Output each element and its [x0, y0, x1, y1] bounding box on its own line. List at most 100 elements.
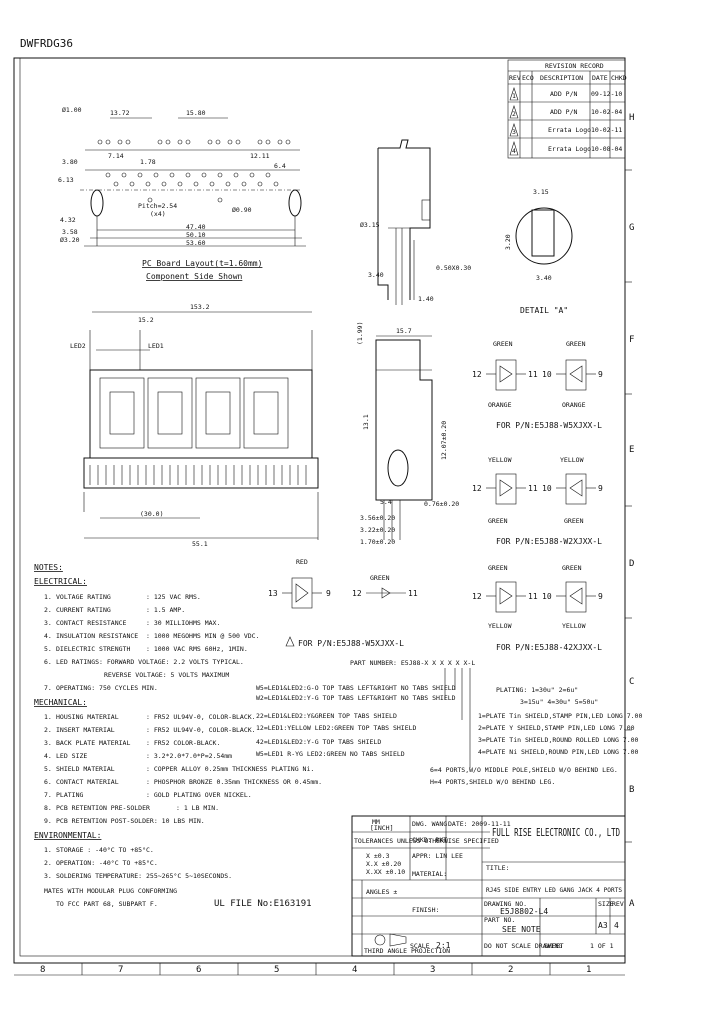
led-color-label: YELLOW: [562, 622, 586, 630]
detail-a-view: 3.15 3.20 3.40 DETAIL "A": [504, 188, 573, 315]
note-key: DIELECTRIC STRENGTH: [56, 645, 130, 653]
side2-dim: 3.22±0.20: [360, 526, 395, 534]
side2-dim: 12.07±0.20: [440, 421, 448, 460]
front-dim: 15.2: [138, 316, 154, 324]
rev-header: DESCRIPTION: [540, 74, 583, 82]
led-diagram-1: GREEN GREEN 12 11 10 9 ORANGE ORANGE FOR…: [472, 340, 603, 430]
note-key: SHIELD MATERIAL: [56, 765, 115, 773]
led-diagram-2: YELLOW YELLOW 12 11 10 9 GREEN GREEN FOR…: [472, 456, 603, 546]
note-number: 2.: [44, 606, 52, 614]
note-value: : 1000 MEGOHMS MIN @ 500 VDC.: [146, 632, 260, 640]
detail-dim: 3.15: [533, 188, 549, 196]
note-key: LED RATINGS: FORWARD VOLTAGE: 2.2 VOLTS …: [56, 658, 244, 666]
tolerance-item: X.XX ±0.10: [366, 868, 405, 876]
note-number: 4.: [44, 752, 52, 760]
led-part-number: FOR P/N:E5J88-W5XJXX-L: [496, 421, 602, 430]
note-number: 3.: [44, 872, 52, 880]
rev-date: 10-08-04: [591, 145, 622, 153]
front-dim: LED2: [70, 342, 86, 350]
note-number: 6.: [44, 778, 52, 786]
zone-label-bottom: 8: [40, 965, 45, 975]
led-pin: 13: [268, 589, 278, 598]
pcb-dim: 47.40: [186, 223, 206, 231]
note-value: : 125 VAC RMS.: [146, 593, 201, 601]
detail-label: DETAIL "A": [520, 306, 568, 315]
note-value: : FR52 COLOR-BLACK.: [146, 739, 220, 747]
note-value: : 1.5 AMP.: [146, 606, 185, 614]
zone-label-right: E: [629, 445, 634, 455]
led-color-label: GREEN: [562, 564, 582, 572]
part-number-decode: PART NUMBER: E5J88-X X X X X X-L W5=LED1…: [256, 659, 642, 786]
note-number: 5.: [44, 765, 52, 773]
zone-label-bottom: 6: [196, 965, 201, 975]
pcb-dim: 53.60: [186, 239, 206, 247]
note-key: REVERSE VOLTAGE: 5 VOLTS MAXIMUM: [104, 671, 229, 679]
note-number: 8.: [44, 804, 52, 812]
side-dim: 3.40: [368, 271, 384, 279]
note-key: BACK PLATE MATERIAL: [56, 739, 130, 747]
note-key: CONTACT MATERIAL: [56, 778, 119, 786]
side2-dim: (1.99): [356, 322, 364, 345]
note-value: : 30 MILLIOHMS MAX.: [146, 619, 220, 627]
led-color-label: YELLOW: [488, 622, 512, 630]
led-part-number: FOR P/N:E5J88-42XJXX-L: [496, 643, 602, 652]
rev-header: REV: [509, 74, 521, 82]
zone-label-right: C: [629, 677, 634, 687]
revision-title: REVISION RECORD: [545, 62, 604, 70]
note-number: 7.: [44, 791, 52, 799]
header-code: DWFRDG36: [20, 37, 73, 50]
part-option: 42=LED1&LED2:Y-G TOP TABS SHIELD: [256, 738, 381, 746]
pcb-dim: Ø0.90: [232, 206, 252, 214]
note-number: 3.: [44, 619, 52, 627]
note-key: PLATING: [56, 791, 83, 799]
mates-note: MATES WITH MODULAR PLUG CONFORMING: [44, 887, 177, 895]
note-number: 1.: [44, 713, 52, 721]
note-key: OPERATION: -40°C TO +85°C.: [56, 859, 158, 867]
plate-option: 1=PLATE Tin SHIELD,STAMP PIN,LED LONG 7.…: [478, 712, 642, 720]
part-no-label: PART NO.: [484, 916, 515, 924]
rev-desc: Errata Logo: [548, 126, 591, 134]
side2-dim: 0.76±0.20: [424, 500, 459, 508]
led-pin: 12: [352, 589, 362, 598]
side2-dim: 1.70±0.20: [360, 538, 395, 546]
side-dim: 0.50X0.30: [436, 264, 471, 272]
tolerance-item: X ±0.3: [366, 852, 390, 860]
tolerance-item: ANGLES ±: [366, 888, 397, 896]
zone-label-right: G: [629, 223, 634, 233]
pcb-dim: 3.58: [62, 228, 78, 236]
note-value: : FR52 UL94V-0, COLOR-BLACK.: [146, 713, 256, 721]
third-angle-icon: [374, 933, 407, 947]
led-color-label: GREEN: [370, 574, 390, 582]
led-pin: 12: [472, 370, 482, 379]
note-number: 9.: [44, 817, 52, 825]
pcb-dim: 6.4: [274, 162, 286, 170]
part-option: W5=LED1&LED2:G-O TOP TABS LEFT&RIGHT NO …: [256, 684, 456, 692]
led-color-label: GREEN: [566, 340, 586, 348]
company-name: FULL RISE ELECTRONIC CO., LTD: [492, 826, 620, 839]
note-number: 6.: [44, 658, 52, 666]
led-color-label: GREEN: [493, 340, 513, 348]
front-dim: LED1: [148, 342, 164, 350]
note-value: : PHOSPHOR BRONZE 0.35mm THICKNESS OR 0.…: [146, 778, 322, 786]
tb-field: CHKD: RKT: [412, 836, 447, 844]
zone-label-right: F: [629, 335, 634, 345]
zone-label-bottom: 3: [430, 965, 435, 975]
led-pin: 10: [542, 370, 552, 379]
zone-labels-bottom: 8 7 6 5 4 3 2 1: [14, 963, 625, 976]
note-key: SOLDERING TEMPERATURE: 255~265°C 5~10SEC…: [56, 872, 232, 880]
scale-value: 2:1: [436, 941, 451, 950]
plate-option: 4=PLATE Ni SHIELD,ROUND PIN,LED LONG 7.0…: [478, 748, 639, 756]
plating-option: 3=15u" 4=30u" 5=50u": [520, 698, 598, 706]
note-key: INSERT MATERIAL: [56, 726, 115, 734]
led-color-label: YELLOW: [488, 456, 512, 464]
detail-dim: 3.40: [536, 274, 552, 282]
pcb-dim: 6.13: [58, 176, 74, 184]
notes-heading: ENVIRONMENTAL:: [34, 831, 101, 840]
led-part-number: FOR P/N:E5J88-W5XJXX-L: [298, 639, 404, 648]
side-dim: Ø3.15: [360, 221, 380, 229]
note-value: : 1000 VAC RMS 60Hz, 1MIN.: [146, 645, 248, 653]
note-key: HOUSING MATERIAL: [56, 713, 119, 721]
pcb-dim: 13.72: [110, 109, 130, 117]
led-color-label: ORANGE: [488, 401, 512, 409]
led-pin: 11: [528, 484, 538, 493]
